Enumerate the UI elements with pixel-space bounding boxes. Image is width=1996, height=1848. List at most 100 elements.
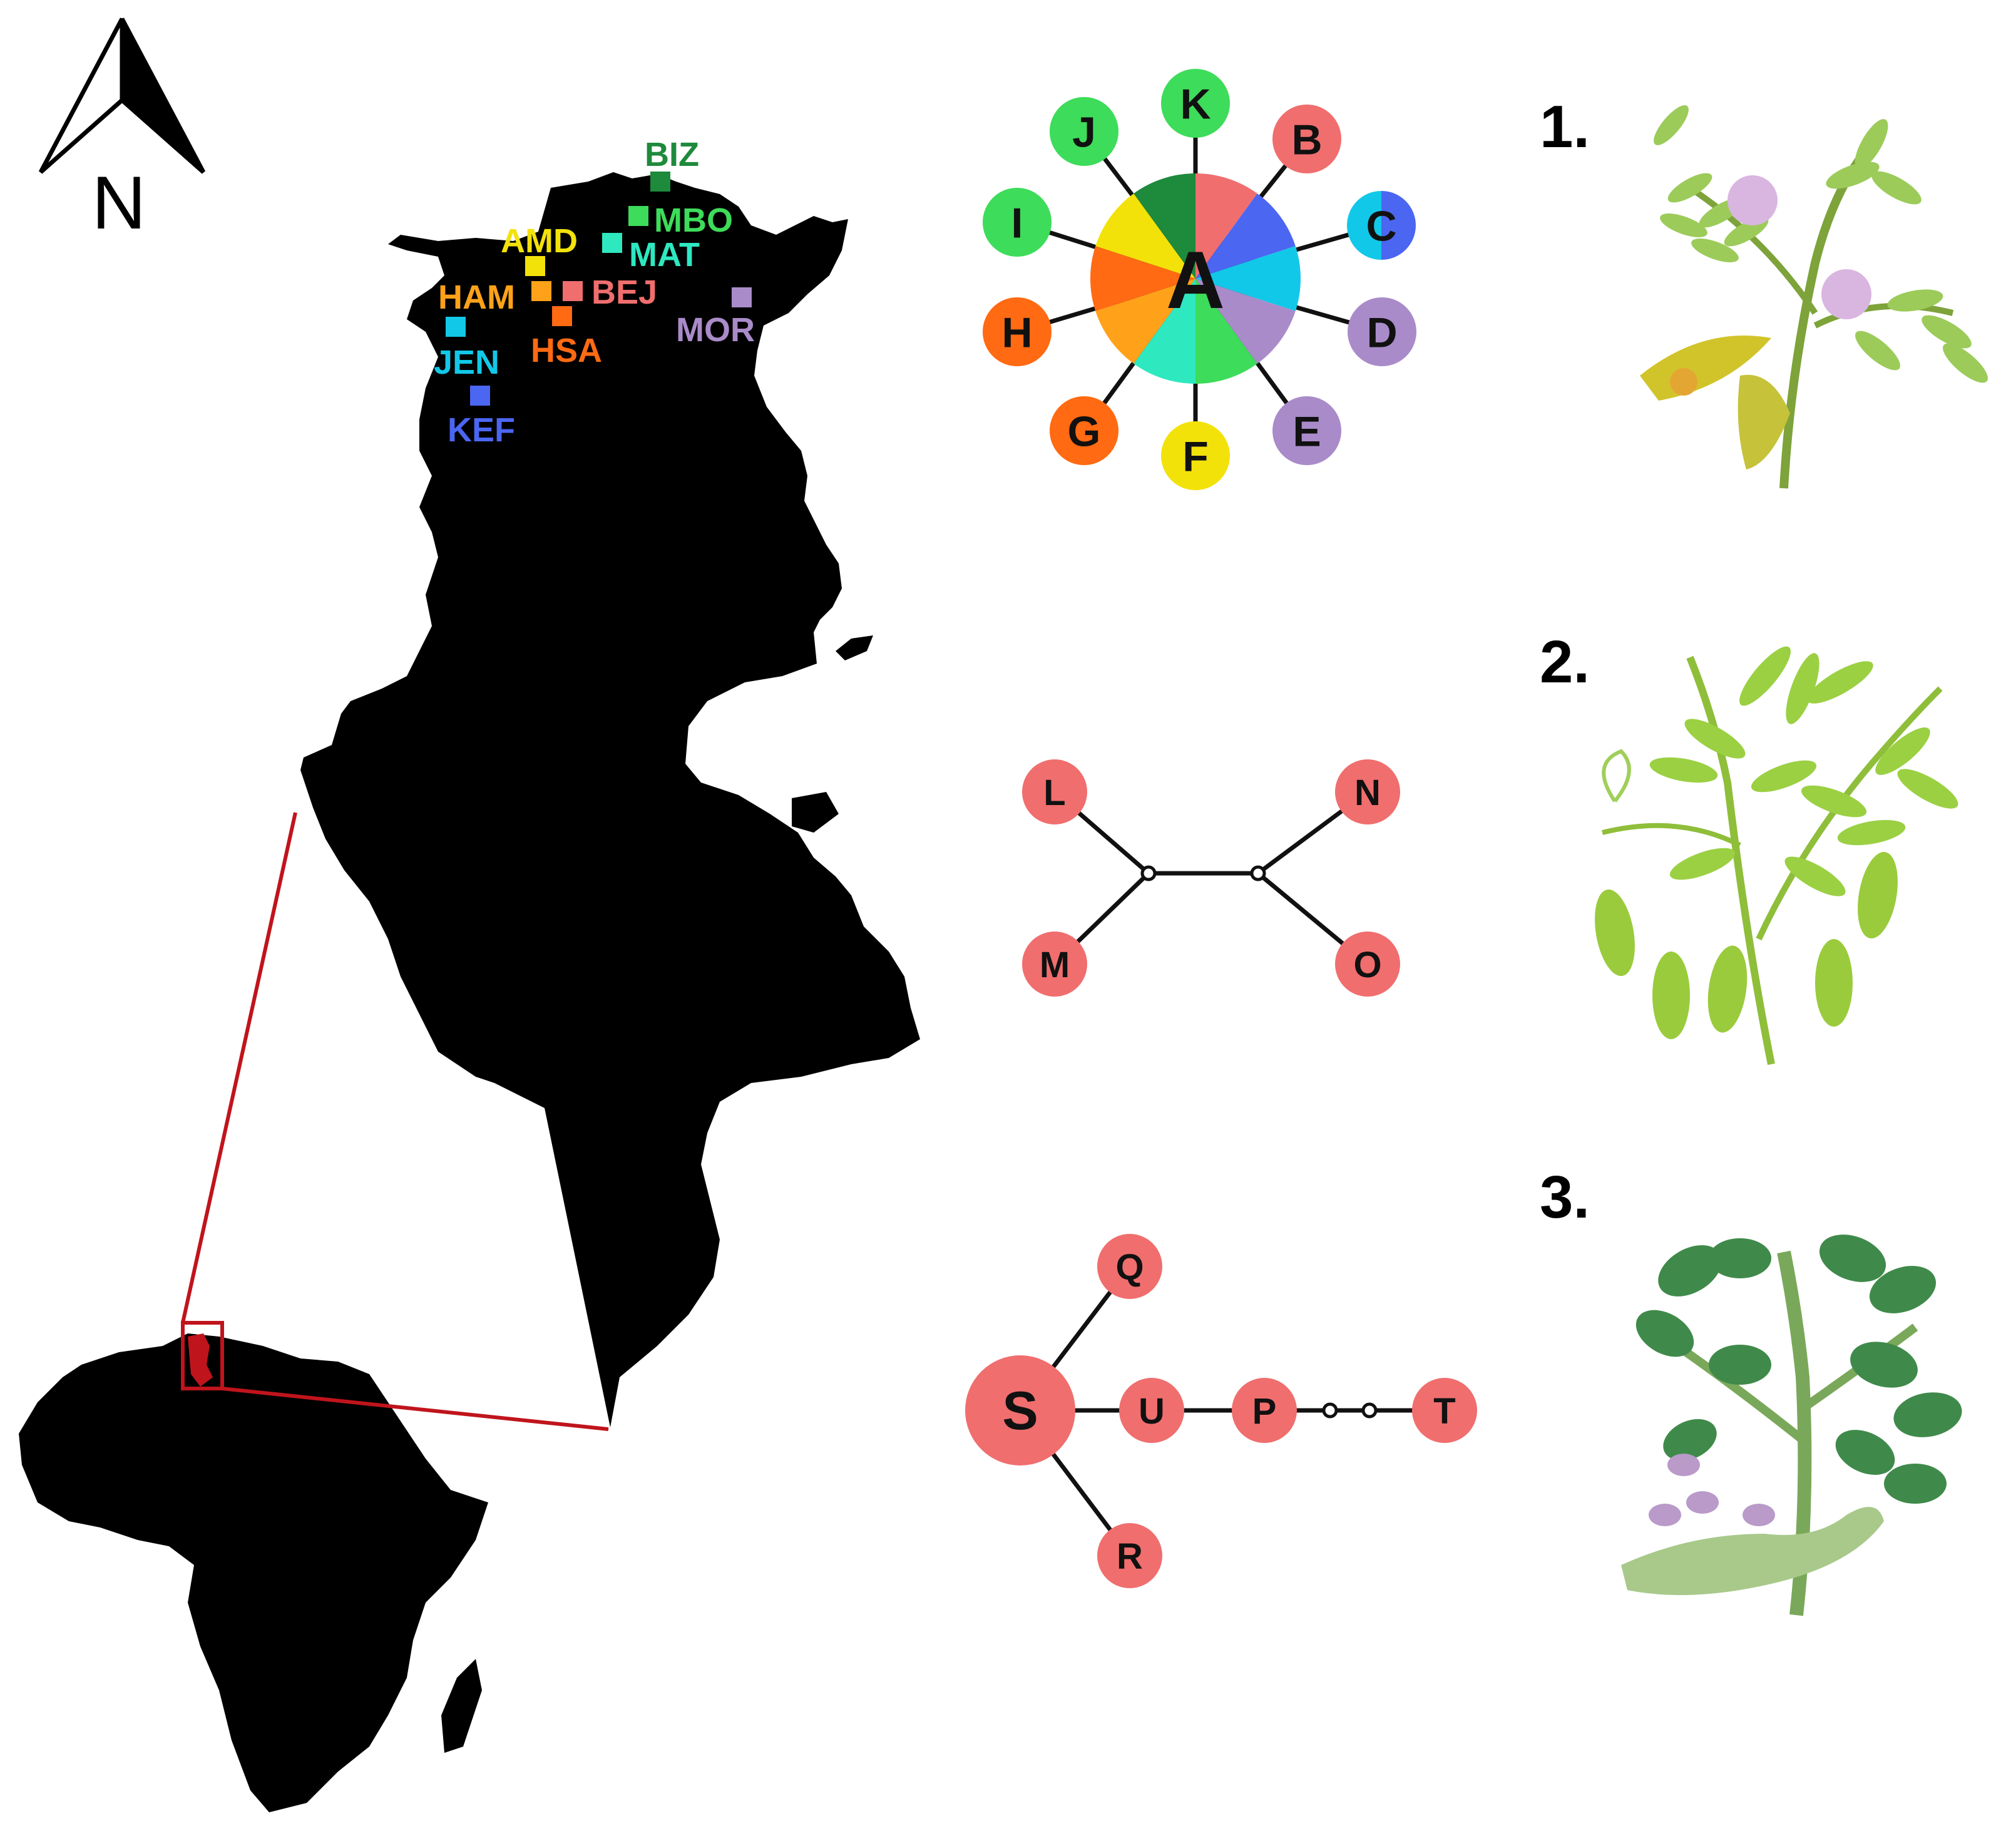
site-label-hsa: HSA <box>531 332 602 369</box>
tunisia-inset <box>188 1333 213 1387</box>
median-vector <box>1250 865 1266 881</box>
node-label: D <box>1366 309 1397 356</box>
site-marker-amd <box>525 256 545 276</box>
pie-slice <box>1195 279 1257 384</box>
tunisia-map <box>300 172 920 1427</box>
node-label: H <box>1001 309 1032 356</box>
node-label: O <box>1353 945 1381 985</box>
node-label: B <box>1291 116 1322 163</box>
north-arrow-left-icon <box>38 18 125 174</box>
central-node-label: A <box>1166 234 1225 326</box>
pie-slice <box>1195 173 1257 279</box>
inset-box <box>181 1321 224 1390</box>
median-vector <box>1361 1402 1378 1419</box>
madagascar-map <box>441 1659 482 1753</box>
pie-slice <box>1134 279 1195 384</box>
network-1-nodes: K BC D E F G H I J <box>983 69 1416 490</box>
plant-illustration-2 <box>1595 646 1958 1065</box>
node-label: R <box>1117 1536 1143 1577</box>
inset-highlight <box>181 812 609 1431</box>
node-label: F <box>1182 433 1209 480</box>
network-3-nodes: Q R U P T <box>1097 1234 1477 1588</box>
node-g: G <box>1050 396 1118 465</box>
north-arrow-right-icon <box>120 18 206 174</box>
node-label: M <box>1040 945 1070 985</box>
central-node-pie <box>1090 173 1301 384</box>
node-label: T <box>1433 1391 1455 1432</box>
network-2-nodes: L M N O <box>1022 759 1400 997</box>
site-marker-ham <box>531 281 551 301</box>
africa-map <box>19 1333 488 1812</box>
node-label: E <box>1292 408 1321 455</box>
node-label: L <box>1043 773 1065 813</box>
node-label: P <box>1252 1391 1277 1432</box>
node-n: N <box>1335 759 1400 824</box>
network-1: A K BC D E F G H I J <box>983 69 1416 490</box>
site-marker-bej <box>563 281 583 301</box>
kerkennah-island <box>836 635 873 660</box>
pie-slice <box>1090 246 1195 311</box>
pie-slice <box>1195 246 1301 311</box>
node-label: U <box>1139 1391 1165 1432</box>
pie-slice <box>1095 193 1195 279</box>
site-label-mbo: MBO <box>654 202 733 239</box>
network-2: L M N O <box>1022 759 1400 997</box>
node-h: H <box>983 297 1052 366</box>
node-o: O <box>1335 932 1400 997</box>
site-marker-kef <box>470 386 490 406</box>
node-label: J <box>1072 108 1096 156</box>
panel-label-2: 2. <box>1540 629 1590 696</box>
site-label-kef: KEF <box>448 411 515 449</box>
north-label: N <box>92 161 146 245</box>
pie-slice <box>1134 173 1195 279</box>
node-k: K <box>1161 69 1230 138</box>
node-e: E <box>1272 396 1341 465</box>
site-marker-mor <box>732 287 752 307</box>
site-label-jen: JEN <box>434 344 499 381</box>
node-t: T <box>1412 1378 1477 1443</box>
node-label: I <box>1011 199 1023 247</box>
node-q: Q <box>1097 1234 1162 1299</box>
pie-slice <box>1195 279 1296 364</box>
network-3: S Q R U P T <box>965 1234 1477 1588</box>
plant-illustration-3 <box>1621 1235 1962 1616</box>
site-marker-mat <box>602 233 622 253</box>
node-c: C <box>1347 191 1416 260</box>
central-node-s <box>965 1355 1075 1466</box>
site-label-biz: BIZ <box>645 136 699 173</box>
node-p: P <box>1232 1378 1297 1443</box>
site-marker-mbo <box>628 206 648 226</box>
node-label: N <box>1354 773 1381 813</box>
node-label: C <box>1366 202 1396 250</box>
node-f: F <box>1161 421 1230 490</box>
inset-line-bottom <box>222 1387 609 1431</box>
site-marker-jen <box>446 317 466 337</box>
median-vector <box>1322 1402 1338 1419</box>
north-arrow: N <box>38 18 206 245</box>
node-u: U <box>1119 1378 1184 1443</box>
djerba-island <box>792 792 839 833</box>
pie-slice <box>1095 279 1195 364</box>
node-b: B <box>1272 105 1341 173</box>
central-node-label: S <box>1002 1381 1038 1441</box>
site-marker-biz <box>650 172 670 192</box>
site-label-mor: MOR <box>676 311 755 349</box>
node-l: L <box>1022 759 1087 824</box>
node-d: D <box>1348 297 1416 366</box>
node-j: J <box>1050 97 1118 166</box>
node-label: G <box>1068 408 1101 455</box>
node-m: M <box>1022 932 1087 997</box>
site-label-mat: MAT <box>629 236 700 274</box>
pie-slice <box>1195 193 1296 279</box>
site-label-bej: BEJ <box>591 274 657 311</box>
median-vector <box>1140 865 1157 881</box>
panel-label-1: 1. <box>1540 93 1590 160</box>
panel-label-3: 3. <box>1540 1164 1590 1231</box>
inset-line-top <box>181 812 297 1323</box>
site-label-ham: HAM <box>438 279 515 316</box>
node-i: I <box>983 188 1052 257</box>
node-r: R <box>1097 1523 1162 1588</box>
node-label: K <box>1180 80 1210 128</box>
